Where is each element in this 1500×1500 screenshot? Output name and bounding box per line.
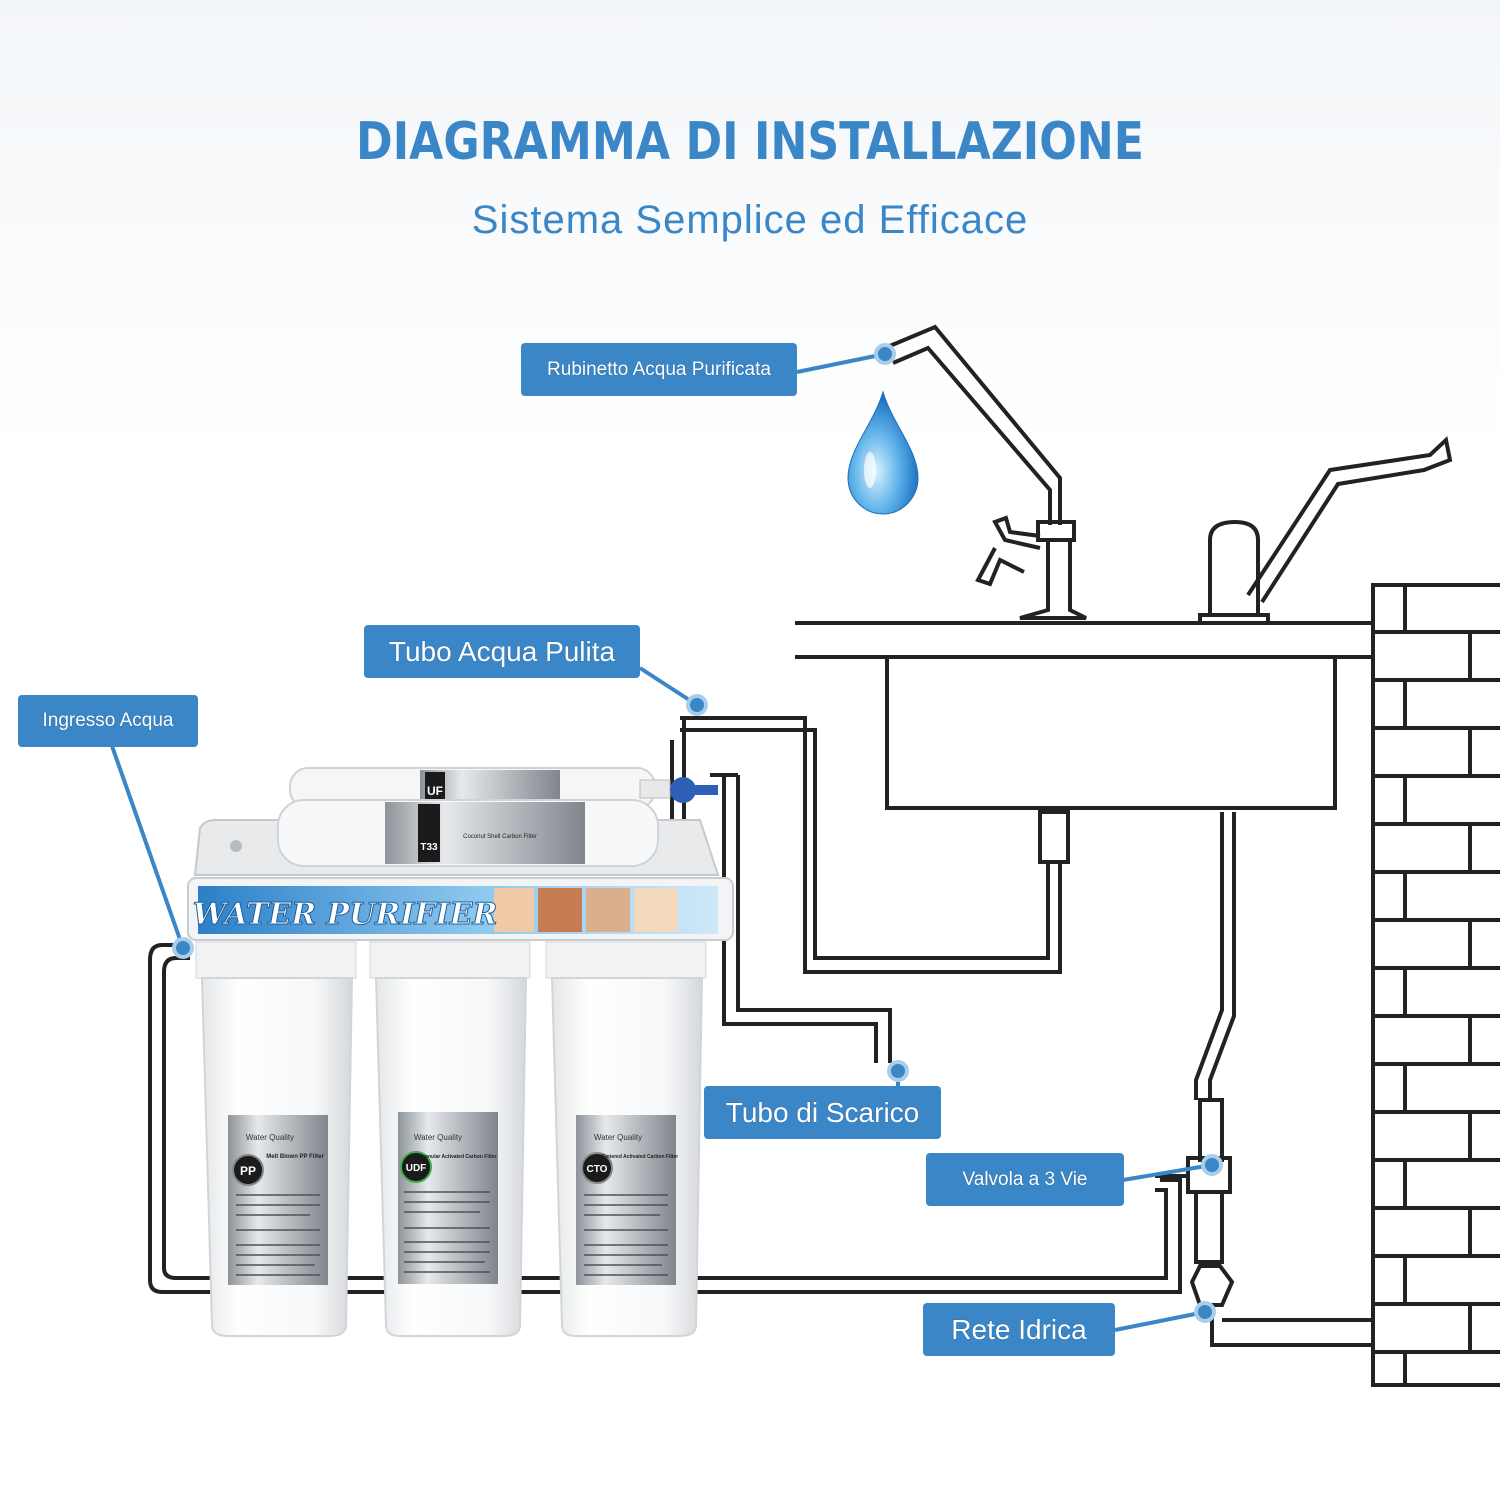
cartridge-cto-code: CTO	[587, 1164, 608, 1175]
brick-wall	[1371, 583, 1500, 1387]
purified-faucet	[884, 324, 1087, 620]
cartridge-pp-brand: Water Quality	[246, 1133, 294, 1142]
inline-filter-uf: UF	[289, 767, 671, 809]
water-purifier-unit: UF T33 Coconut Shell Carbon Filter WATER…	[187, 767, 734, 1337]
inline-filter-uf-code: UF	[427, 784, 443, 798]
label-mains: Rete Idrica	[923, 1303, 1115, 1356]
label-fine-print	[236, 1191, 668, 1276]
label-clean-pipe: Tubo Acqua Pulita	[364, 625, 640, 678]
callout-leaders	[110, 352, 1213, 1332]
cartridge-cto-name: Sintered Activated Carbon Filter	[602, 1154, 678, 1160]
housing-pp	[195, 941, 357, 1337]
sink	[680, 621, 1373, 974]
cartridge-udf-code: UDF	[406, 1163, 427, 1174]
cartridge-cto-brand: Water Quality	[594, 1133, 642, 1142]
page-title: DIAGRAMMA DI INSTALLAZIONE	[356, 112, 1144, 172]
cartridge-udf-name: Granular Activated Carbon Filter	[419, 1154, 496, 1160]
flow-valve-icon	[670, 777, 696, 803]
label-drain: Tubo di Scarico	[704, 1086, 941, 1139]
cartridge-pp-code: PP	[240, 1164, 256, 1178]
cartridge-pp-name: Melt Blown PP Filter	[266, 1154, 324, 1160]
water-drop-highlight	[864, 452, 876, 488]
callout-dots	[172, 343, 1223, 1323]
inline-filter-t33-code: T33	[420, 842, 438, 853]
label-inlet: Ingresso Acqua	[18, 695, 198, 747]
housing-cto	[545, 941, 707, 1337]
page-subtitle: Sistema Semplice ed Efficace	[471, 198, 1029, 242]
housing-udf	[369, 941, 531, 1337]
piping	[148, 720, 1373, 1347]
inline-filter-t33-name: Coconut Shell Carbon Filter	[463, 834, 537, 840]
label-valve: Valvola a 3 Vie	[926, 1153, 1124, 1206]
water-drop-icon	[847, 390, 919, 515]
cartridge-udf-brand: Water Quality	[414, 1133, 462, 1142]
kitchen-tap	[1198, 436, 1453, 625]
purifier-banner-text: WATER PURIFIER	[193, 897, 498, 932]
inline-filter-t33: T33 Coconut Shell Carbon Filter	[277, 799, 659, 867]
label-faucet: Rubinetto Acqua Purificata	[521, 343, 797, 396]
